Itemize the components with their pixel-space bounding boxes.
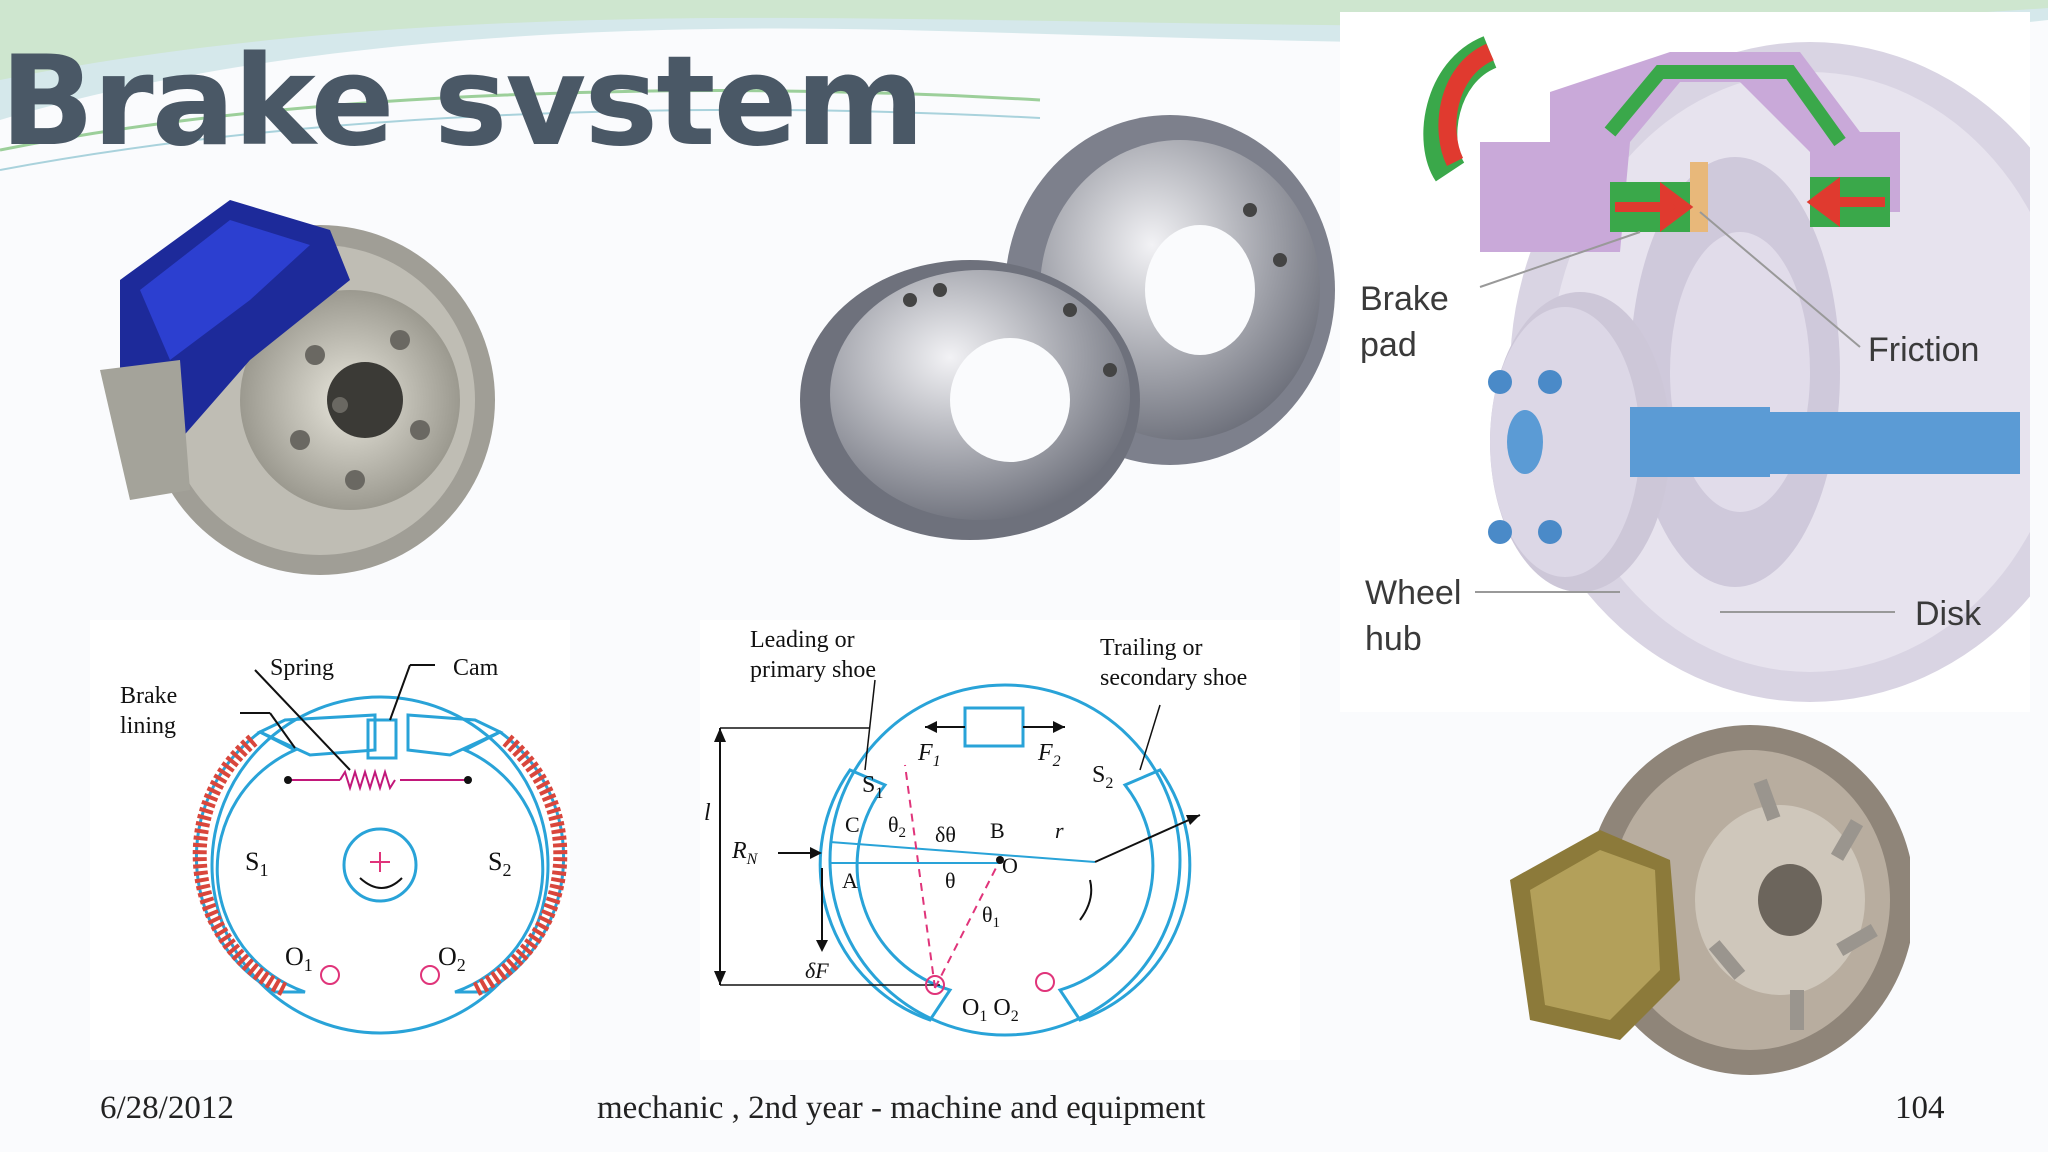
wheel-hub-label-line2: hub — [1365, 620, 1422, 658]
trailing-shoe-label-line2: secondary shoe — [1100, 665, 1247, 691]
friction-label: Friction — [1868, 331, 1979, 369]
o2-label: O2 — [438, 942, 466, 975]
spring-label: Spring — [270, 655, 334, 681]
disk-brake-diagram: Brake pad Friction Wheel hub Disk — [1340, 12, 2030, 712]
c-label: C — [845, 812, 860, 837]
drum-brake-diagram-left: Spring Cam Brake lining S1 S2 O1 O2 — [90, 620, 570, 1060]
brake-drum-photo — [800, 115, 1335, 540]
brake-pad-label-line2: pad — [1360, 326, 1417, 364]
leading-shoe-label-line2: primary shoe — [750, 657, 876, 683]
blue-caliper-brake-photo — [100, 200, 495, 575]
theta-label: θ — [945, 868, 956, 893]
trailing-shoe-label-line1: Trailing or — [1100, 635, 1202, 661]
o1-label: O1 — [285, 942, 313, 975]
brake-lining-label-line2: lining — [120, 713, 176, 739]
o1-o2-label: O1 O2 — [962, 995, 1019, 1025]
wheel-hub-label-line1: Wheel — [1365, 574, 1461, 612]
gold-caliper-brake-photo — [1510, 725, 1910, 1075]
s2-label: S2 — [488, 847, 511, 880]
footer-date: 6/28/2012 — [100, 1090, 234, 1126]
a-label: A — [842, 868, 858, 893]
brake-lining-label-line1: Brake — [120, 683, 177, 709]
footer-course: mechanic , 2nd year - machine and equipm… — [597, 1090, 1206, 1126]
delta-theta-label: δθ — [935, 822, 956, 847]
f2-label: F2 — [1037, 740, 1061, 770]
cam-label: Cam — [453, 655, 499, 681]
brake-pad-label-line1: Brake — [1360, 280, 1449, 318]
disk-label: Disk — [1915, 595, 1982, 633]
l-label: l — [704, 800, 711, 826]
theta2-label: θ2 — [888, 812, 906, 841]
delta-f-label: δF — [805, 958, 829, 983]
footer-page-number: 104 — [1895, 1090, 1945, 1126]
o-label: O — [1002, 853, 1018, 878]
b-label: B — [990, 818, 1005, 843]
r-label: r — [1055, 818, 1064, 843]
leading-shoe-label-line1: Leading or — [750, 627, 855, 653]
theta1-label: θ1 — [982, 902, 1000, 931]
drum-brake-diagram-right: Leading or primary shoe Trailing or seco… — [700, 620, 1300, 1060]
s1-label: S1 — [245, 847, 268, 880]
s1-label: S1 — [862, 772, 883, 802]
slide-title: Brake svstem — [0, 30, 925, 174]
rn-label: RN — [731, 838, 759, 868]
f1-label: F1 — [917, 740, 941, 770]
s2-label: S2 — [1092, 762, 1113, 792]
